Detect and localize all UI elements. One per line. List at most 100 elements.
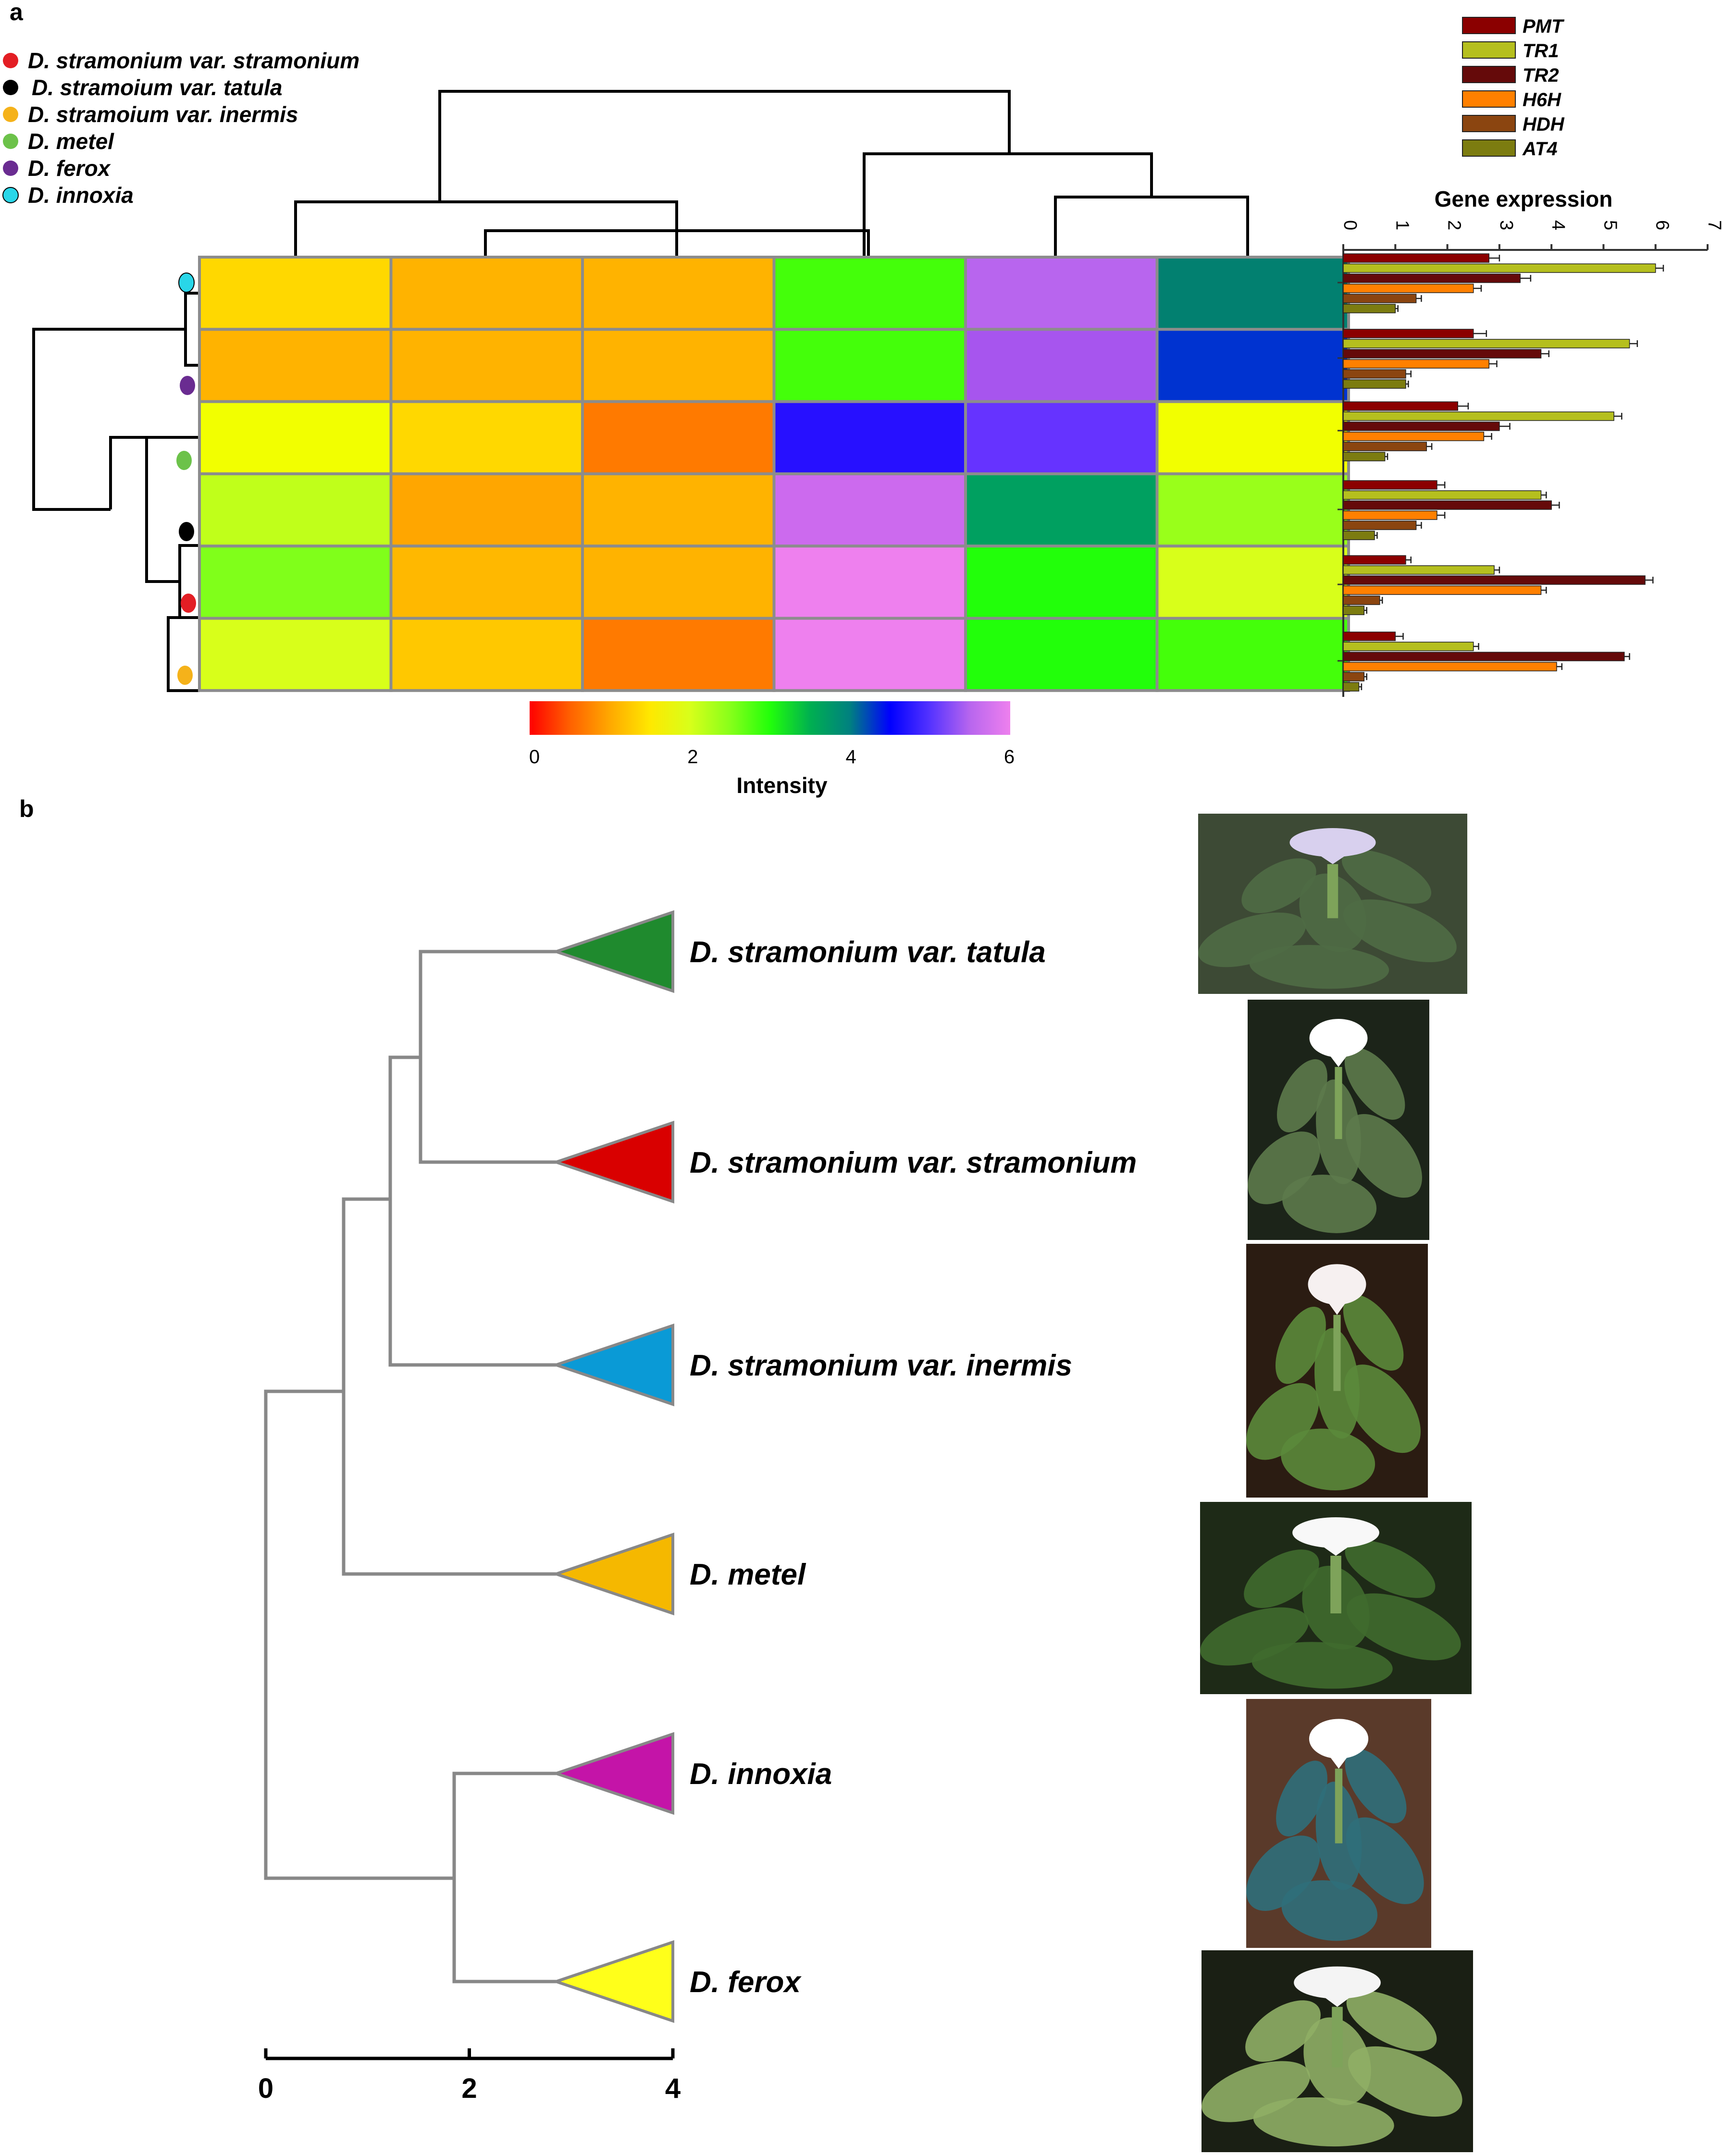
heatmap-cell	[389, 617, 584, 692]
bar-hdh	[1343, 672, 1365, 681]
bar-pmt	[1343, 329, 1474, 338]
row-marker	[179, 522, 194, 541]
heatmap-cell	[1155, 545, 1350, 620]
heatmap-cell	[772, 545, 967, 620]
photo-illustration	[1198, 828, 1457, 989]
legend-dot	[3, 53, 18, 68]
taxon-triangle	[551, 1532, 674, 1616]
bar-at4	[1343, 531, 1375, 540]
row-markers	[176, 273, 196, 685]
leaf-shape	[1345, 1748, 1407, 1823]
bar-tr1	[1343, 565, 1495, 575]
bar-hdh	[1343, 294, 1417, 303]
heatmap-cell	[198, 545, 393, 620]
heatmap-cell	[1155, 472, 1350, 548]
bar-hdh	[1343, 369, 1406, 379]
bar-h6h	[1343, 662, 1557, 671]
legend-dot	[3, 134, 18, 149]
heatmap-cell	[389, 545, 584, 620]
bar-at4	[1343, 452, 1386, 461]
gene-expression-chart: Gene expression 01234567	[1338, 186, 1722, 697]
bar-h6h	[1343, 284, 1474, 293]
heatmap-cell	[581, 256, 776, 331]
gene-legend-swatch	[1462, 139, 1516, 157]
bar-x-tick-label: 2	[1444, 220, 1464, 230]
bar-tr1	[1343, 263, 1656, 273]
heatmap-cell	[198, 328, 393, 403]
taxon-label: D. stramonium var. tatula	[690, 936, 1046, 969]
legend-dot	[3, 107, 18, 122]
bar-pmt	[1343, 401, 1458, 411]
taxon-triangle	[551, 910, 674, 993]
bar-pmt	[1343, 555, 1406, 565]
bar-x-tick-label: 0	[1340, 220, 1360, 230]
colorbar-tick-label: 0	[529, 746, 540, 768]
heatmap-cell	[1155, 256, 1350, 331]
bar-tr2	[1343, 421, 1500, 431]
bar-x-tick-label: 7	[1704, 220, 1722, 230]
heatmap-cell	[1155, 328, 1350, 403]
bar-tr2	[1343, 500, 1552, 510]
leaf-shape	[1251, 1642, 1393, 1689]
leaf-shape	[1344, 1364, 1421, 1453]
scale-bar-tick-label: 0	[258, 2073, 273, 2104]
gene-legend-swatch	[1462, 115, 1516, 132]
stem-shape	[1327, 864, 1338, 918]
bar-hdh	[1343, 595, 1380, 605]
bar-pmt	[1343, 632, 1396, 641]
bar-tr2	[1343, 575, 1646, 585]
flower-shape	[1294, 1966, 1381, 1999]
taxon-triangle	[551, 1940, 674, 2023]
heatmap-cell	[389, 328, 584, 403]
bar-tr2	[1343, 273, 1521, 283]
heatmap-cell	[772, 400, 967, 475]
gene-legend-label: HDH	[1523, 114, 1565, 135]
leaf-shape	[1346, 1593, 1461, 1660]
heatmap	[198, 256, 1350, 692]
flower-shape	[1308, 1264, 1366, 1305]
leaf-shape	[1348, 2046, 1462, 2117]
bar-at4	[1343, 682, 1360, 692]
bar-h6h	[1343, 432, 1485, 441]
legend-dot	[3, 161, 18, 176]
photo-illustration	[1246, 1264, 1421, 1491]
heatmap-cell	[389, 472, 584, 548]
row-dendrogram	[32, 292, 199, 692]
bar-h6h	[1343, 585, 1542, 595]
bar-hdh	[1343, 442, 1427, 451]
leaf-shape	[1346, 1817, 1424, 1904]
leaf-shape	[1244, 1549, 1319, 1608]
gene-legend-swatch	[1462, 41, 1516, 59]
heatmap-cell	[198, 617, 393, 692]
scale-bar-tick-label: 4	[665, 2073, 681, 2104]
heatmap-cell	[964, 256, 1159, 331]
legend-label: D. stramoium var. inermis	[28, 102, 298, 127]
leaf-shape	[1276, 1760, 1327, 1837]
bar-tr1	[1343, 490, 1542, 500]
photo-metel	[1200, 1502, 1472, 1694]
gene-legend-label: H6H	[1523, 89, 1561, 111]
heatmap-cell	[198, 400, 393, 475]
heatmap-cell	[772, 472, 967, 548]
colorbar-tick-label: 4	[846, 746, 856, 768]
gene-legend-label: AT4	[1522, 138, 1558, 160]
heatmap-cell	[964, 617, 1159, 692]
taxon-label: D. metel	[690, 1558, 806, 1591]
bar-x-tick-label: 6	[1652, 220, 1672, 230]
photo-stramonium	[1248, 1000, 1429, 1240]
heatmap-cell	[581, 328, 776, 403]
legend-label: D. stramonium var. stramonium	[28, 48, 359, 73]
flower-shape	[1309, 1719, 1369, 1759]
bar-pmt	[1343, 480, 1437, 490]
leaf-shape	[1241, 858, 1316, 914]
heatmap-cell	[964, 545, 1159, 620]
leaf-shape	[1344, 1048, 1405, 1120]
species-legend: D. stramonium var. stramonium D. stramoiu…	[2, 48, 359, 208]
heatmap-cell	[198, 472, 393, 548]
leaf-shape	[1253, 2097, 1394, 2147]
photo-illustration	[1202, 1966, 1462, 2147]
column-dendrogram	[294, 90, 1249, 257]
